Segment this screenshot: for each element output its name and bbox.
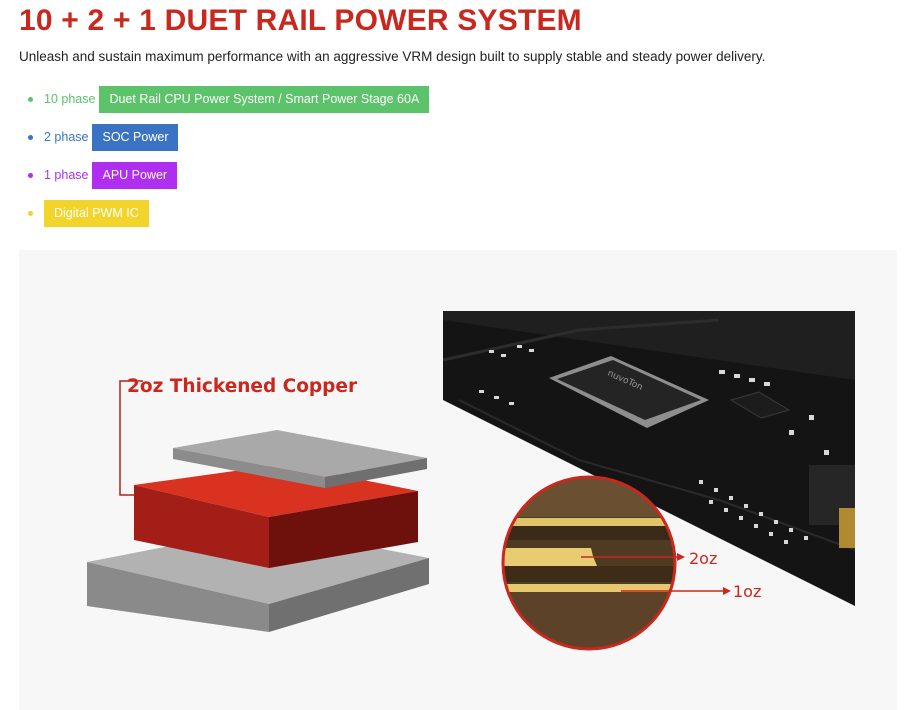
feature-tag-apu-power: APU Power (92, 161, 178, 189)
feature-tag-cpu-power: Duet Rail CPU Power System / Smart Power… (99, 85, 430, 113)
feature-item-pwm-ic: Digital PWM IC (28, 194, 429, 232)
feature-item-apu-power: 1 phase APU Power (28, 156, 429, 194)
bullet-dot (28, 210, 33, 216)
phase-label: 2 phase (44, 130, 89, 144)
layer-label-1oz: 1oz (733, 582, 761, 601)
feature-list: 10 phase Duet Rail CPU Power System / Sm… (28, 80, 430, 232)
phase-label: 1 phase (44, 168, 89, 182)
cross-section-magnifier (501, 475, 731, 651)
feature-item-soc-power: 2 phase SOC Power (28, 118, 429, 156)
copper-label: 2oz Thickened Copper (127, 376, 358, 397)
layer-stack-diagram (87, 380, 429, 632)
feature-tag-pwm-ic: Digital PWM IC (44, 199, 149, 227)
page-subtitle: Unleash and sustain maximum performance … (19, 49, 766, 64)
phase-label: 10 phase (44, 92, 96, 106)
layer-label-2oz: 2oz (689, 549, 717, 568)
copper-illustration-panel: 2oz Thickened Copper (19, 250, 897, 710)
page-title: 10 + 2 + 1 DUET RAIL POWER SYSTEM (19, 4, 582, 37)
bullet-dot (28, 134, 33, 140)
feature-tag-soc-power: SOC Power (92, 123, 179, 151)
copper-illustration: 2oz Thickened Copper (87, 311, 855, 651)
feature-item-cpu-power: 10 phase Duet Rail CPU Power System / Sm… (28, 80, 430, 118)
bullet-dot (28, 96, 33, 102)
bullet-dot (28, 172, 33, 178)
